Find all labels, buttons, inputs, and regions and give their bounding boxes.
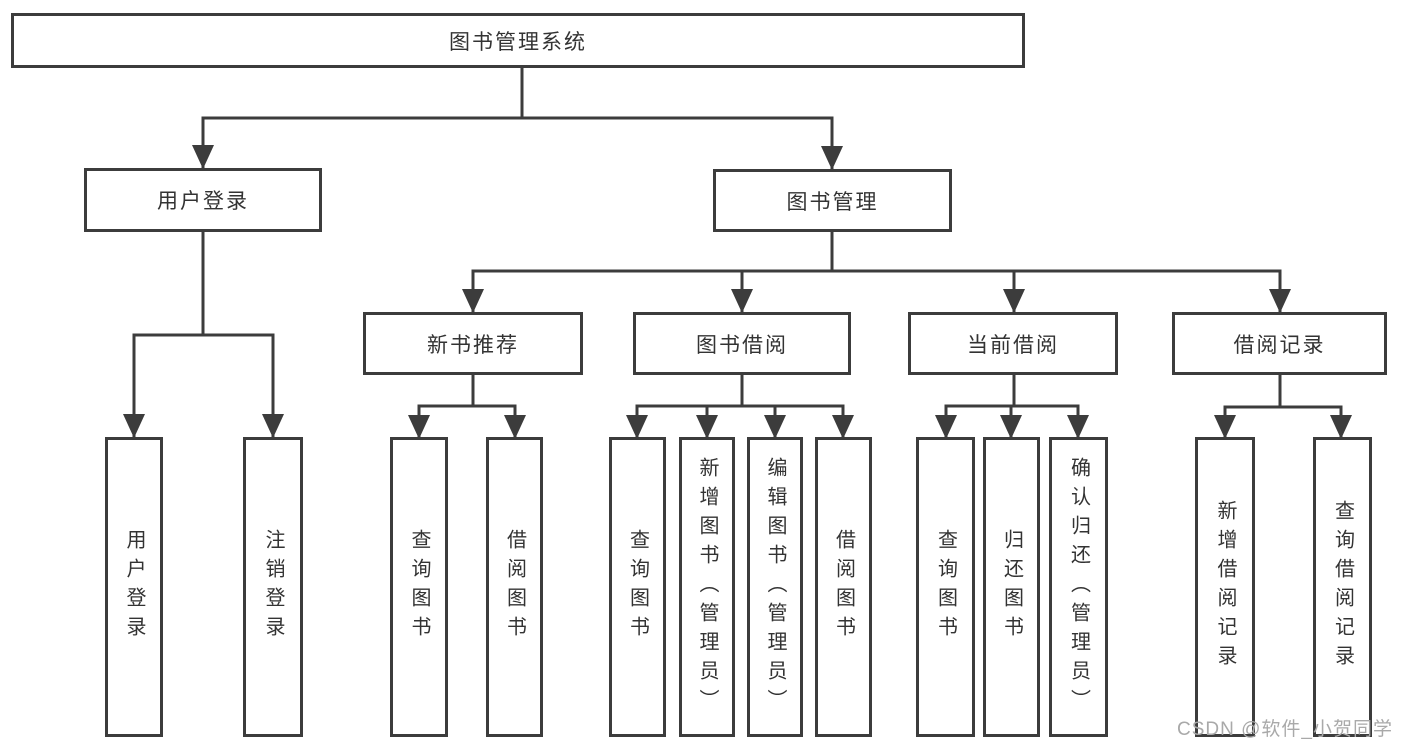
- node-records-query-record: 查询借阅记录: [1313, 437, 1372, 737]
- node-user-login-module: 用户登录: [84, 168, 322, 232]
- node-new-book-recommendation: 新书推荐: [363, 312, 583, 375]
- node-borrowing-add-books-admin: 新增图书（管理员）: [679, 437, 735, 737]
- node-borrowing-query-books: 查询图书: [609, 437, 666, 737]
- node-records-add-record: 新增借阅记录: [1195, 437, 1255, 737]
- node-logout: 注销登录: [243, 437, 303, 737]
- node-library-management-system: 图书管理系统: [11, 13, 1025, 68]
- node-book-borrowing: 图书借阅: [633, 312, 851, 375]
- node-borrowing-records: 借阅记录: [1172, 312, 1387, 375]
- node-borrowing-edit-books-admin: 编辑图书（管理员）: [747, 437, 803, 737]
- node-current-borrowing: 当前借阅: [908, 312, 1118, 375]
- node-current-confirm-return-admin: 确认归还（管理员）: [1049, 437, 1108, 737]
- watermark-text: CSDN @软件_小贺同学: [1177, 719, 1393, 740]
- node-book-management-module: 图书管理: [713, 169, 952, 232]
- node-borrowing-borrow-books: 借阅图书: [815, 437, 872, 737]
- node-current-return-books: 归还图书: [983, 437, 1040, 737]
- node-current-query-books: 查询图书: [916, 437, 975, 737]
- node-user-login: 用户登录: [105, 437, 163, 737]
- node-recommend-query-books: 查询图书: [390, 437, 448, 737]
- node-recommend-borrow-books: 借阅图书: [486, 437, 543, 737]
